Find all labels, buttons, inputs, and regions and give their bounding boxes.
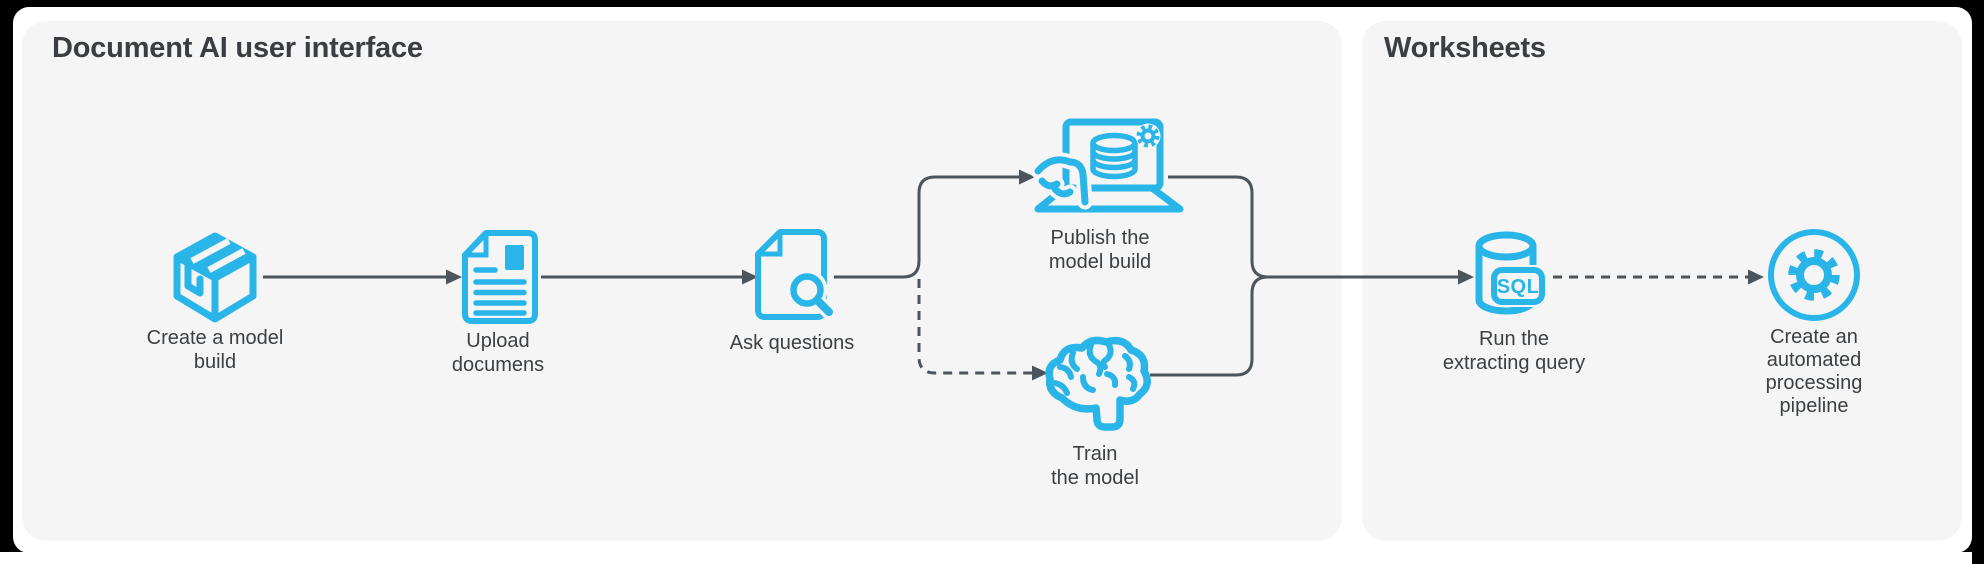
node-label-create: Create a model build [146, 327, 284, 373]
node-label-pipeline: Create an automated processing pipeline [1765, 326, 1863, 417]
document-search-icon [755, 229, 834, 320]
document-icon [462, 230, 538, 324]
panel-title-document-ai: Document AI user interface [52, 32, 423, 64]
publish-laptop-icon [1030, 118, 1184, 213]
card-bottom-strip [0, 552, 1972, 564]
sql-database-icon: SQL [1475, 231, 1549, 315]
sql-badge-halo [1489, 265, 1549, 307]
node-label-run: Run the extracting query [1442, 328, 1586, 374]
node-label-publish: Publish the model build [1048, 227, 1152, 273]
package-icon [173, 232, 257, 323]
panel-worksheets [1362, 21, 1962, 541]
node-label-train: Train the model [1051, 443, 1139, 489]
gear-pipeline-icon [1768, 229, 1860, 321]
sql-badge-text: SQL [1497, 276, 1540, 298]
panel-document-ai [22, 21, 1342, 541]
brain-icon [1045, 336, 1151, 431]
node-label-ask: Ask questions [729, 332, 855, 354]
node-label-upload: Upload documens [451, 330, 545, 376]
panel-title-worksheets: Worksheets [1384, 32, 1546, 64]
gear-halo [1135, 123, 1161, 149]
